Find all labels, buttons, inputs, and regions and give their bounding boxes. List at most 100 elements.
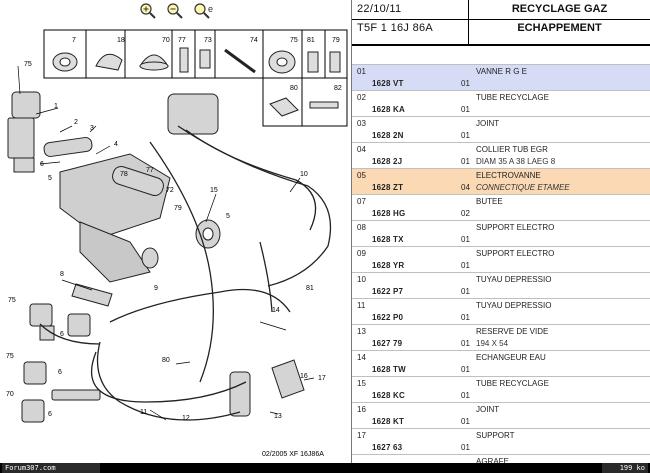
- inset-parts-box: [43, 29, 348, 127]
- part-quantity: 04: [461, 183, 470, 192]
- part-number-index: 13: [357, 327, 366, 336]
- svg-text:5: 5: [226, 213, 230, 220]
- part-number-index: 07: [357, 197, 366, 206]
- part-quantity: 01: [461, 365, 470, 374]
- svg-text:72: 72: [166, 187, 174, 194]
- part-number-index: 05: [357, 171, 366, 180]
- svg-text:75: 75: [290, 37, 298, 44]
- part-label: TUBE RECYCLAGE: [476, 379, 549, 388]
- svg-text:81: 81: [306, 285, 314, 292]
- part-quantity: 01: [461, 417, 470, 426]
- part-label: SUPPORT ELECTRO: [476, 249, 555, 258]
- header-divider: [352, 19, 650, 20]
- part-detail: DIAM 35 A 38 LAEG 8: [476, 157, 556, 166]
- part-reference: 1628 ZT: [372, 183, 404, 192]
- part-label: TUYAU DEPRESSIO: [476, 275, 552, 284]
- part-row[interactable]: 05 1628 ZT 04 ELECTROVANNE CONNECTIQUE ETAME…: [352, 168, 650, 194]
- part-quantity: 02: [461, 209, 470, 218]
- site-watermark: Forum307.com: [2, 463, 100, 473]
- part-label: COLLIER TUB EGR: [476, 145, 548, 154]
- part-number-index: 01: [357, 67, 366, 76]
- part-quantity: 01: [461, 443, 470, 452]
- svg-text:7: 7: [72, 37, 76, 44]
- svg-text:80: 80: [162, 357, 170, 364]
- svg-text:1: 1: [54, 103, 58, 110]
- svg-text:70: 70: [6, 391, 14, 398]
- diagram-reference: 02/2005 XF 16J86A: [262, 451, 324, 458]
- part-quantity: 01: [461, 339, 470, 348]
- zoom-fit-icon[interactable]: e: [193, 2, 217, 20]
- part-quantity: 01: [461, 287, 470, 296]
- svg-text:6: 6: [48, 411, 52, 418]
- svg-text:9: 9: [154, 285, 158, 292]
- part-reference: 1622 P7: [372, 287, 404, 296]
- part-quantity: 01: [461, 313, 470, 322]
- part-quantity: 01: [461, 157, 470, 166]
- svg-text:17: 17: [318, 375, 326, 382]
- section-title: RECYCLAGE GAZ: [511, 3, 608, 15]
- part-row[interactable]: 6555 N702AGRAFE6X12 7 4: [352, 454, 650, 463]
- parts-panel: 22/10/11 T5F 1 16J 86A RECYCLAGE GAZ ECH…: [352, 0, 650, 463]
- part-quantity: 01: [461, 391, 470, 400]
- svg-text:70: 70: [162, 37, 170, 44]
- svg-text:80: 80: [290, 85, 298, 92]
- svg-text:18: 18: [117, 37, 125, 44]
- svg-text:13: 13: [274, 413, 282, 420]
- part-reference: 1622 P0: [372, 313, 404, 322]
- part-quantity: 01: [461, 235, 470, 244]
- svg-text:6: 6: [58, 369, 62, 376]
- part-reference: 1628 KT: [372, 417, 405, 426]
- status-bar: Forum307.com 199 ko: [0, 463, 650, 473]
- part-reference: 1628 2N: [372, 131, 404, 140]
- part-label: TUBE RECYCLAGE: [476, 93, 549, 102]
- parts-header: 22/10/11 T5F 1 16J 86A RECYCLAGE GAZ ECH…: [352, 0, 650, 46]
- svg-text:e: e: [208, 4, 213, 14]
- svg-text:5: 5: [48, 175, 52, 182]
- part-reference: 1628 KA: [372, 105, 405, 114]
- part-reference: 1628 KC: [372, 391, 405, 400]
- part-reference: 1628 YR: [372, 261, 405, 270]
- svg-text:6: 6: [40, 161, 44, 168]
- svg-text:81: 81: [307, 37, 315, 44]
- svg-text:77: 77: [146, 167, 154, 174]
- svg-text:11: 11: [140, 409, 147, 416]
- part-label: ELECTROVANNE: [476, 171, 541, 180]
- part-row[interactable]: 02 1628 KA 01 TUBE RECYCLAGE: [352, 90, 650, 116]
- part-label: TUYAU DEPRESSIO: [476, 301, 552, 310]
- diagram-pane[interactable]: e: [0, 0, 352, 463]
- part-number-index: 03: [357, 119, 366, 128]
- part-number-index: 04: [357, 145, 366, 154]
- catalog-date: 22/10/11: [357, 3, 402, 15]
- part-number-index: 02: [357, 93, 366, 102]
- part-reference: 1628 VT: [372, 79, 404, 88]
- svg-text:79: 79: [174, 205, 182, 212]
- part-label: JOINT: [476, 119, 500, 128]
- part-number-index: 09: [357, 249, 366, 258]
- part-label: RESERVE DE VIDE: [476, 327, 549, 336]
- file-size: 199 ko: [602, 463, 648, 473]
- zoom-out-icon[interactable]: [166, 2, 184, 20]
- part-quantity: 01: [461, 105, 470, 114]
- part-row[interactable]: 10 1622 P7 01 TUYAU DEPRESSIO: [352, 272, 650, 298]
- part-number-index: 10: [357, 275, 366, 284]
- part-detail: CONNECTIQUE ETAMEE: [476, 183, 570, 192]
- part-reference: 1628 TW: [372, 365, 406, 374]
- part-reference: 1628 HG: [372, 209, 406, 218]
- svg-text:73: 73: [204, 37, 212, 44]
- part-label: JOINT: [476, 405, 500, 414]
- svg-text:6: 6: [60, 331, 64, 338]
- zoom-in-icon[interactable]: [139, 2, 157, 20]
